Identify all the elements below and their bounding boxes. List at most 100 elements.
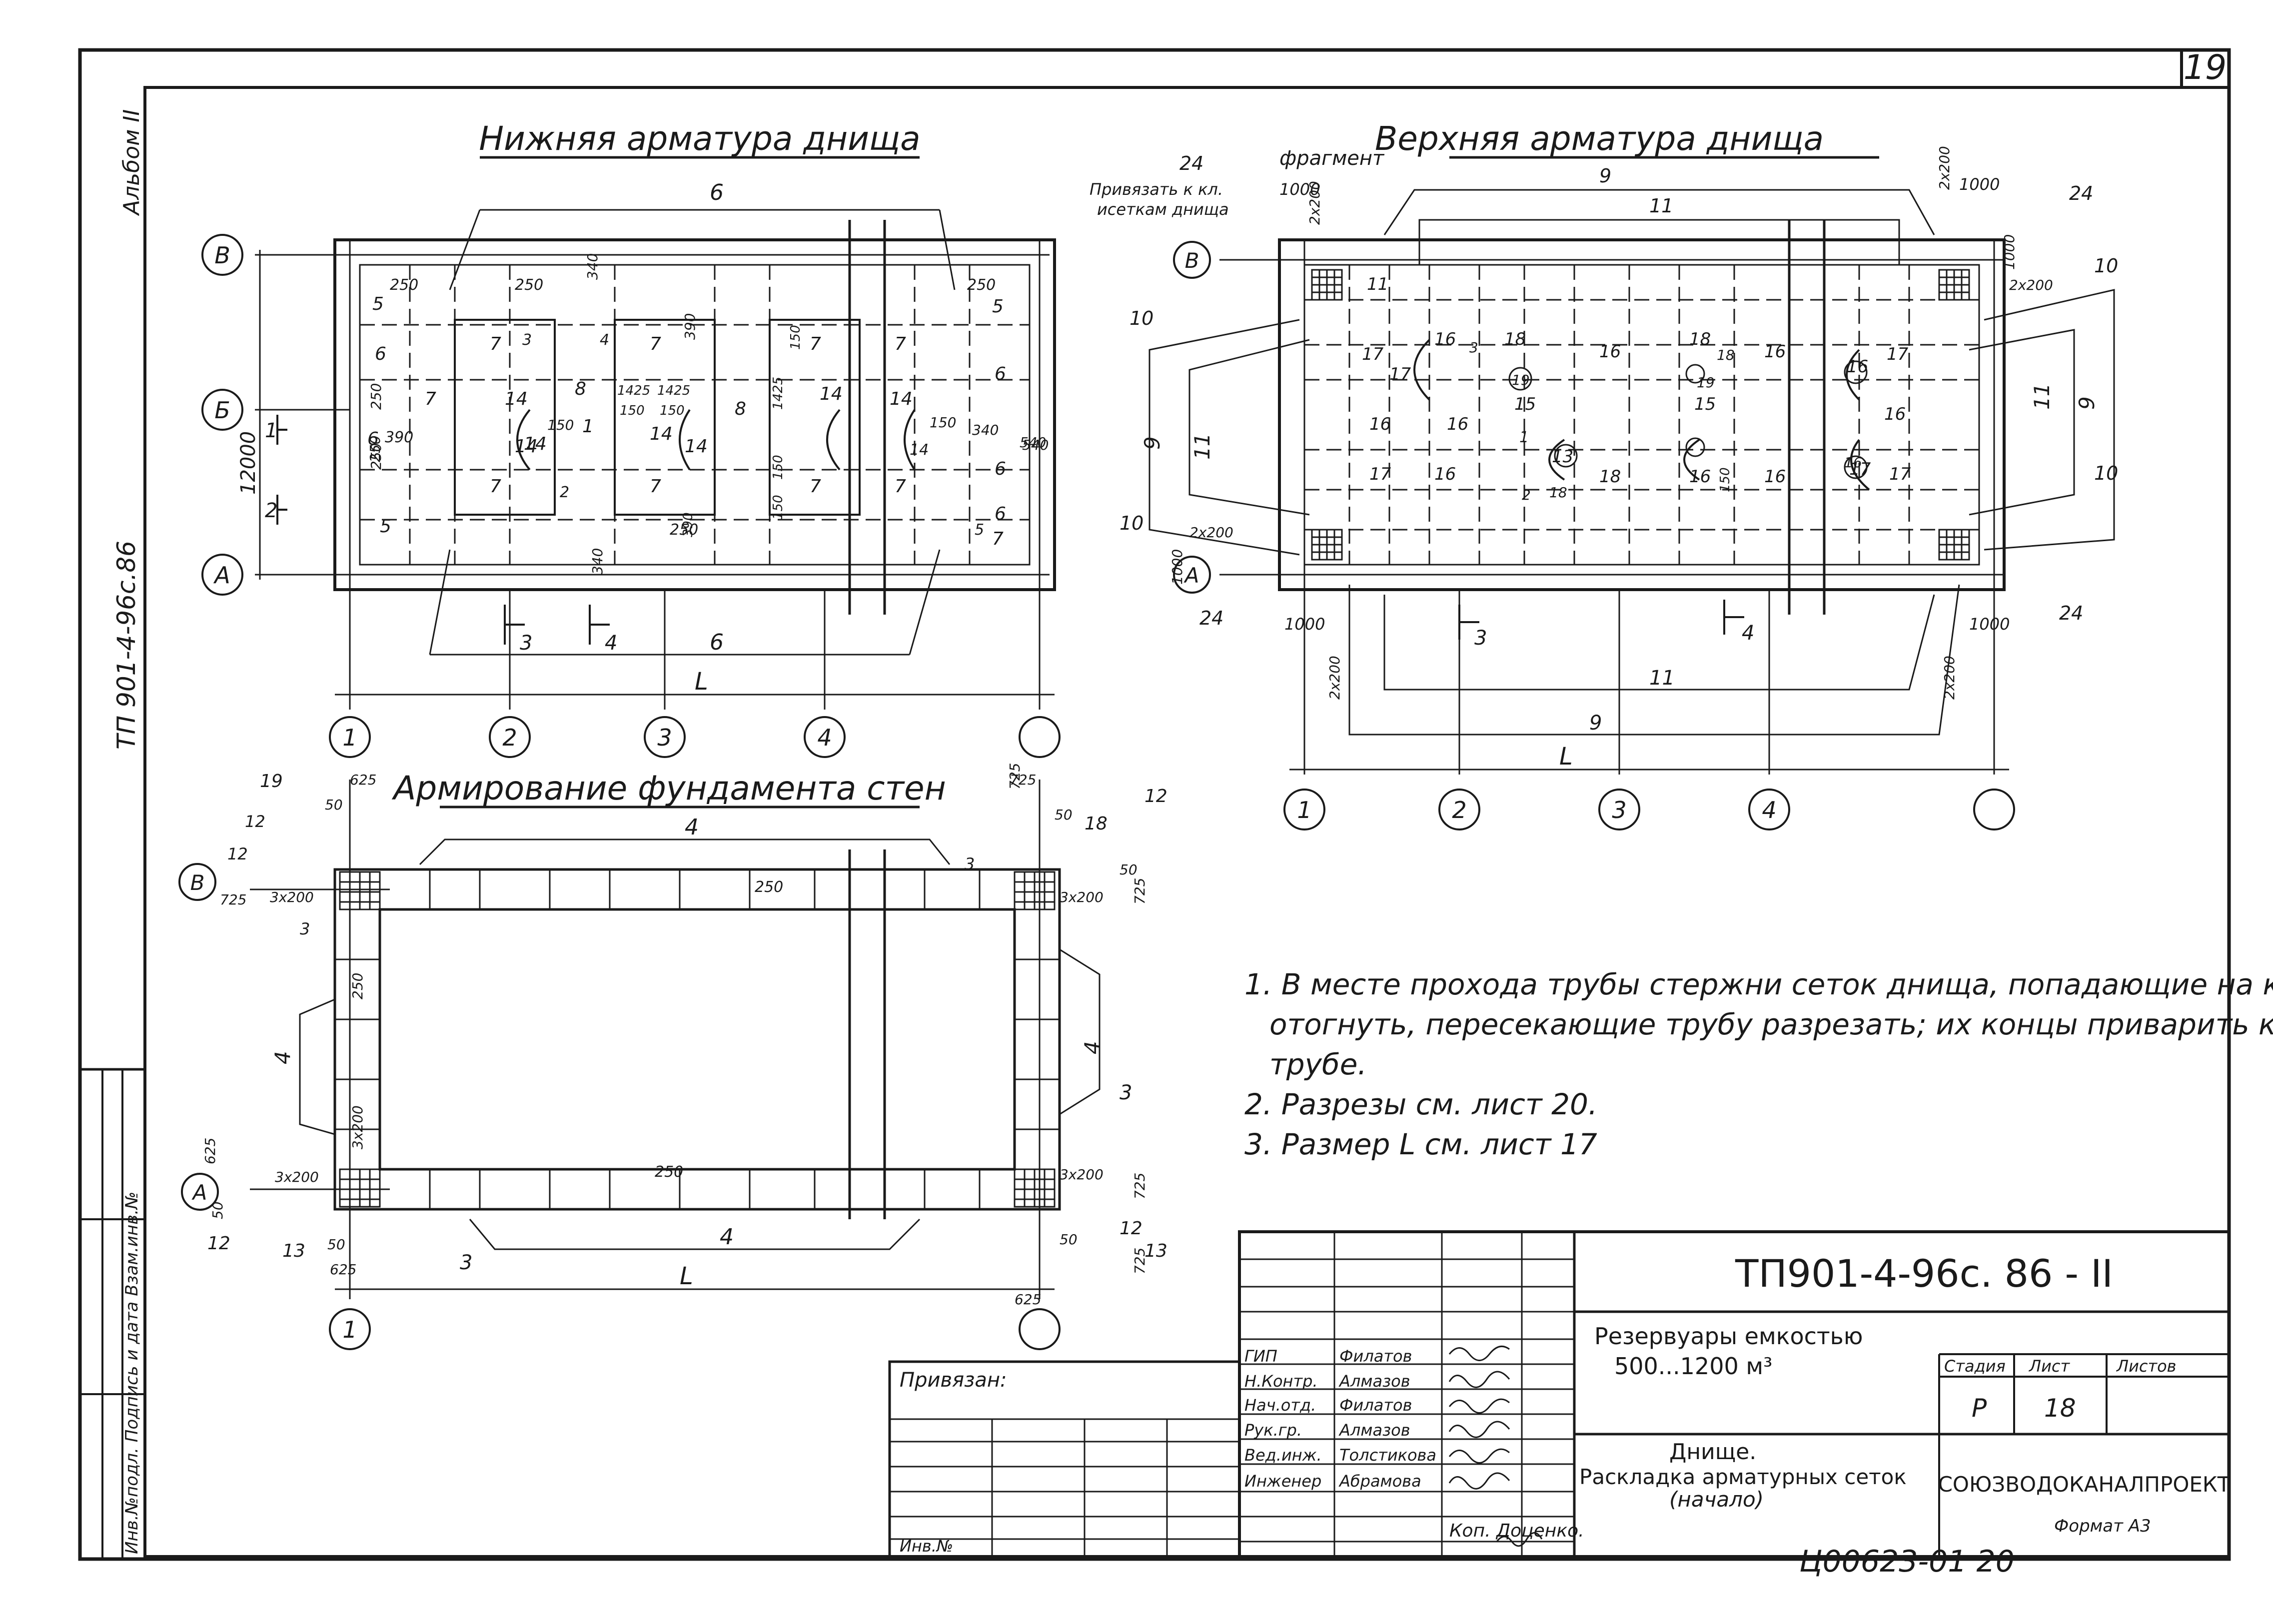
note-3: 3. Размер L см. лист 17 (1244, 1127, 1597, 1161)
svg-text:17: 17 (1889, 464, 1911, 484)
top-view-title: Верхняя арматура днища (1375, 119, 1824, 158)
svg-text:7: 7 (490, 334, 501, 354)
svg-text:250: 250 (368, 383, 384, 410)
svg-text:В: В (190, 870, 205, 895)
svg-text:5: 5 (992, 296, 1004, 317)
svg-text:1000: 1000 (2001, 234, 2018, 270)
svg-text:2х200: 2х200 (1941, 656, 1958, 700)
title-block-attached: Привязан: (900, 1369, 1007, 1392)
note-1: 1. В месте прохода трубы стержни сеток д… (1244, 967, 2273, 1001)
svg-text:17: 17 (1369, 464, 1391, 484)
top-note-attach: Привязать к кл. (1090, 180, 1223, 199)
bottom-length-label: L (695, 668, 708, 696)
svg-text:7: 7 (490, 476, 501, 497)
svg-text:390: 390 (682, 313, 698, 340)
svg-text:150: 150 (547, 417, 574, 433)
svg-text:1000: 1000 (1169, 549, 1185, 585)
svg-text:1000: 1000 (1969, 615, 2010, 634)
svg-text:А: А (191, 1180, 207, 1205)
svg-text:3х200: 3х200 (349, 1105, 366, 1149)
svg-text:150: 150 (771, 455, 786, 480)
svg-text:18: 18 (1599, 467, 1621, 487)
bottom-row-axis-v: В (201, 234, 243, 276)
svg-text:150: 150 (788, 325, 803, 350)
svg-text:4: 4 (270, 1051, 295, 1064)
svg-text:50: 50 (1120, 861, 1137, 878)
svg-text:250: 250 (367, 436, 383, 462)
svg-text:Б: Б (214, 397, 230, 424)
svg-text:15: 15 (1514, 394, 1536, 414)
svg-text:150: 150 (620, 403, 645, 418)
svg-text:16: 16 (1434, 464, 1456, 484)
svg-text:17: 17 (1887, 344, 1909, 364)
svg-text:625: 625 (350, 772, 376, 788)
top-note-attach-2: исеткам днища (1097, 200, 1229, 219)
svg-text:16: 16 (1764, 342, 1786, 362)
bottom-position-marks: 5 250 250 340 7 3 4 7 390 7 7 5 250 6 25… (367, 253, 1049, 575)
svg-text:14: 14 (505, 389, 528, 409)
svg-text:14: 14 (524, 434, 547, 454)
svg-text:250: 250 (368, 443, 384, 470)
svg-text:18: 18 (1717, 347, 1735, 363)
bottom-cut-4: 4 (605, 632, 617, 655)
signatures (1448, 1345, 1543, 1547)
wall-col-axis-end (1019, 1308, 1061, 1350)
svg-text:1000: 1000 (1959, 175, 2000, 194)
bottom-reinforcement-view: Нижняя арматура днища (201, 119, 1061, 758)
svg-text:17: 17 (1389, 364, 1411, 384)
svg-text:725: 725 (1010, 772, 1036, 788)
bottom-stamp: Ц00623-01 20 (1799, 1544, 2015, 1579)
top-row-axis-v: В (1173, 241, 1211, 279)
svg-text:10: 10 (2094, 255, 2118, 277)
wall-length-label: L (680, 1262, 693, 1290)
sheet-number: 19 (2184, 48, 2227, 87)
svg-text:16: 16 (1369, 414, 1391, 434)
top-cut-4: 4 (1742, 622, 1754, 645)
svg-text:Толстикова: Толстикова (1339, 1446, 1436, 1465)
svg-text:150: 150 (930, 414, 956, 431)
svg-text:13: 13 (1144, 1241, 1167, 1261)
svg-text:250: 250 (755, 878, 783, 896)
svg-text:14: 14 (650, 424, 673, 444)
svg-text:13: 13 (282, 1241, 305, 1261)
svg-text:Вед.инж.: Вед.инж. (1244, 1446, 1322, 1465)
top-bottom-11: 11 (1649, 667, 1675, 690)
svg-text:7: 7 (810, 476, 821, 497)
wall-col-axis-1: 1 (329, 1308, 371, 1350)
bottom-row-axis-b: Б (201, 389, 243, 431)
svg-text:10: 10 (1130, 307, 1153, 329)
svg-text:625: 625 (1015, 1291, 1041, 1308)
svg-text:Нач.отд.: Нач.отд. (1244, 1396, 1316, 1415)
svg-text:12: 12 (245, 812, 265, 831)
svg-text:9: 9 (2075, 396, 2099, 410)
svg-text:7: 7 (650, 334, 661, 354)
svg-text:50: 50 (325, 797, 343, 813)
svg-text:14: 14 (910, 441, 929, 459)
svg-text:2х200: 2х200 (1326, 656, 1343, 700)
top-col-axis-1: 1 (1283, 789, 1325, 830)
svg-text:3: 3 (1612, 797, 1626, 823)
svg-text:12: 12 (1144, 786, 1167, 807)
svg-text:1000: 1000 (1279, 180, 1320, 199)
svg-text:10: 10 (2094, 462, 2118, 484)
sheet-title-2: Раскладка арматурных сеток (1579, 1465, 1907, 1489)
sheet-value: 18 (2044, 1394, 2076, 1423)
copied-by: Коп. Доценко. (1449, 1521, 1584, 1541)
sheet-header: Лист (2029, 1357, 2070, 1376)
svg-text:А: А (1183, 563, 1199, 588)
svg-text:250: 250 (655, 1163, 683, 1181)
svg-text:3: 3 (1120, 1081, 1132, 1104)
stage-value: Р (1972, 1394, 1987, 1423)
top-row-axis-a: А (1173, 556, 1211, 594)
top-fragment-label: фрагмент (1279, 147, 1385, 170)
svg-text:11: 11 (2030, 383, 2054, 410)
album-label: Альбом II (119, 109, 144, 216)
svg-text:625: 625 (202, 1138, 218, 1164)
svg-text:150: 150 (660, 403, 685, 418)
svg-text:7: 7 (895, 476, 906, 497)
svg-text:Н.Контр.: Н.Контр. (1244, 1372, 1318, 1391)
svg-text:1425: 1425 (771, 377, 786, 410)
general-notes: 1. В месте прохода трубы стержни сеток д… (1244, 967, 2273, 1161)
svg-text:17: 17 (1362, 344, 1384, 364)
svg-text:540: 540 (1020, 434, 1046, 451)
